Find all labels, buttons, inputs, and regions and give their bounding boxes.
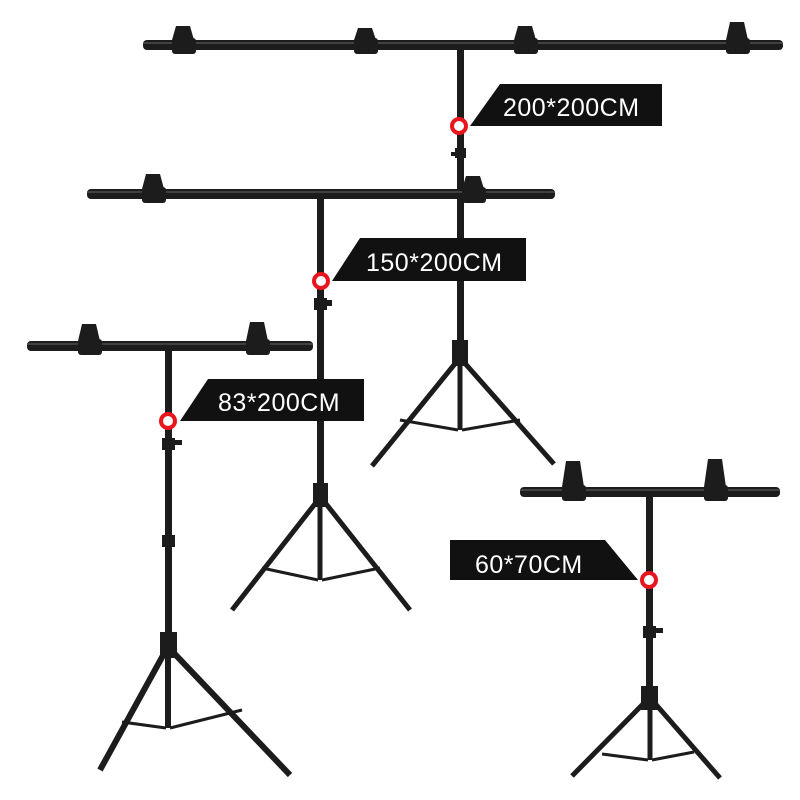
pole-medium xyxy=(317,199,324,499)
pole-mini xyxy=(646,497,653,697)
size-marker xyxy=(640,571,658,589)
size-marker xyxy=(450,117,468,135)
clamp-icon xyxy=(354,28,378,54)
size-label-box xyxy=(332,238,526,281)
size-label-small: 83*200CM xyxy=(218,389,340,417)
clamp-icon xyxy=(704,459,728,501)
clamp-icon xyxy=(78,324,102,355)
size-label-box xyxy=(470,84,662,126)
clamp-icon xyxy=(462,176,486,203)
stand-large: 200*200CM xyxy=(143,22,783,468)
clamp-icon xyxy=(514,26,538,54)
pole-small xyxy=(165,351,172,651)
clamp-icon xyxy=(562,461,586,501)
size-label-box xyxy=(180,379,364,421)
clamp-icon xyxy=(172,26,196,54)
stand-medium: 150*200CM xyxy=(87,174,555,612)
size-marker xyxy=(159,412,177,430)
size-label-large: 200*200CM xyxy=(503,94,640,122)
crossbar-small xyxy=(27,341,313,351)
crossbar-large xyxy=(143,40,783,50)
size-marker xyxy=(312,272,330,290)
clamp-icon xyxy=(246,322,270,355)
stand-small: 83*200CM xyxy=(27,322,364,778)
pole-large xyxy=(457,50,464,350)
size-label-mini: 60*70CM xyxy=(475,551,583,579)
clamp-icon xyxy=(142,174,166,203)
size-label-medium: 150*200CM xyxy=(366,249,503,277)
clamp-icon xyxy=(726,22,750,54)
stand-mini: 60*70CM xyxy=(450,459,780,780)
size-label-box xyxy=(450,540,638,580)
crossbar-mini xyxy=(520,487,780,497)
